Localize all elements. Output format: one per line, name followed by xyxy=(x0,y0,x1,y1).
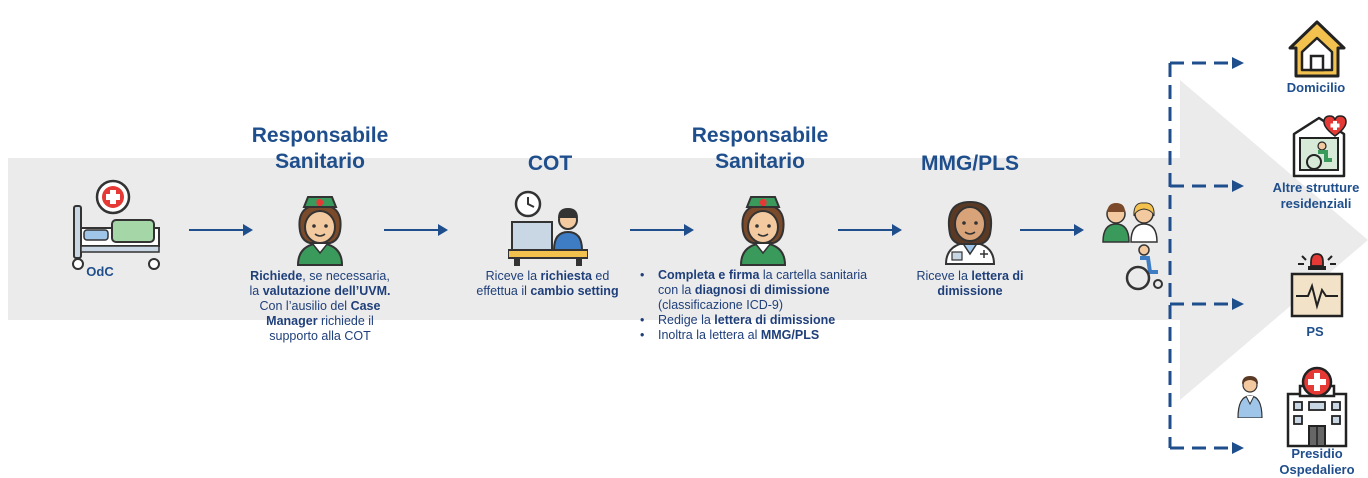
odc-label: OdC xyxy=(86,264,114,279)
hospital-building-icon xyxy=(1286,366,1348,448)
dashed-connectors xyxy=(1168,57,1244,454)
nurse-avatar-icon xyxy=(296,196,344,266)
responsabile-2-bullets: Completa e firma la cartella sanitaria c… xyxy=(640,268,900,343)
mmg-title: MMG/PLS xyxy=(921,152,1019,175)
cot-title: COT xyxy=(527,152,573,175)
bullet-item: Redige la lettera di dimissione xyxy=(640,313,900,328)
care-facility-icon xyxy=(1292,115,1347,178)
responsabile-1-description: Richiede, se necessaria, la valutazione … xyxy=(249,269,391,343)
flow-arrow-1 xyxy=(189,224,253,236)
bullet-item: Completa e firma la cartella sanitaria c… xyxy=(640,268,900,313)
destination-presidio-label: Presidio Ospedaliero xyxy=(1279,446,1355,477)
destination-ps-label: PS xyxy=(1306,324,1324,339)
cot-description: Riceve la richiesta ed effettua il cambi… xyxy=(476,269,619,298)
patients-group-icon xyxy=(1102,202,1163,291)
hospital-bed-icon xyxy=(72,179,160,270)
doctor-avatar-icon xyxy=(944,200,996,265)
process-chevron xyxy=(1180,80,1368,400)
mmg-description: Riceve la lettera di dimissione xyxy=(916,269,1024,298)
destination-altre-strutture-label: Altre strutture residenziali xyxy=(1272,180,1360,211)
house-icon xyxy=(1288,20,1346,78)
destination-domicilio-label: Domicilio xyxy=(1286,80,1346,95)
flow-arrow-4 xyxy=(838,224,902,236)
nurse-avatar-icon xyxy=(739,196,787,266)
flow-arrow-2 xyxy=(384,224,448,236)
responsabile-title-1: Responsabile Sanitario xyxy=(251,124,389,173)
responsabile-title-2: Responsabile Sanitario xyxy=(691,124,829,173)
bullet-item: Inoltra la lettera al MMG/PLS xyxy=(640,328,900,343)
flow-arrow-3 xyxy=(630,224,694,236)
flow-arrow-5 xyxy=(1020,224,1084,236)
doctor-small-icon xyxy=(1237,376,1263,418)
process-band xyxy=(8,158,1223,320)
operator-desk-icon xyxy=(508,190,588,266)
emergency-monitor-icon xyxy=(1290,253,1344,318)
